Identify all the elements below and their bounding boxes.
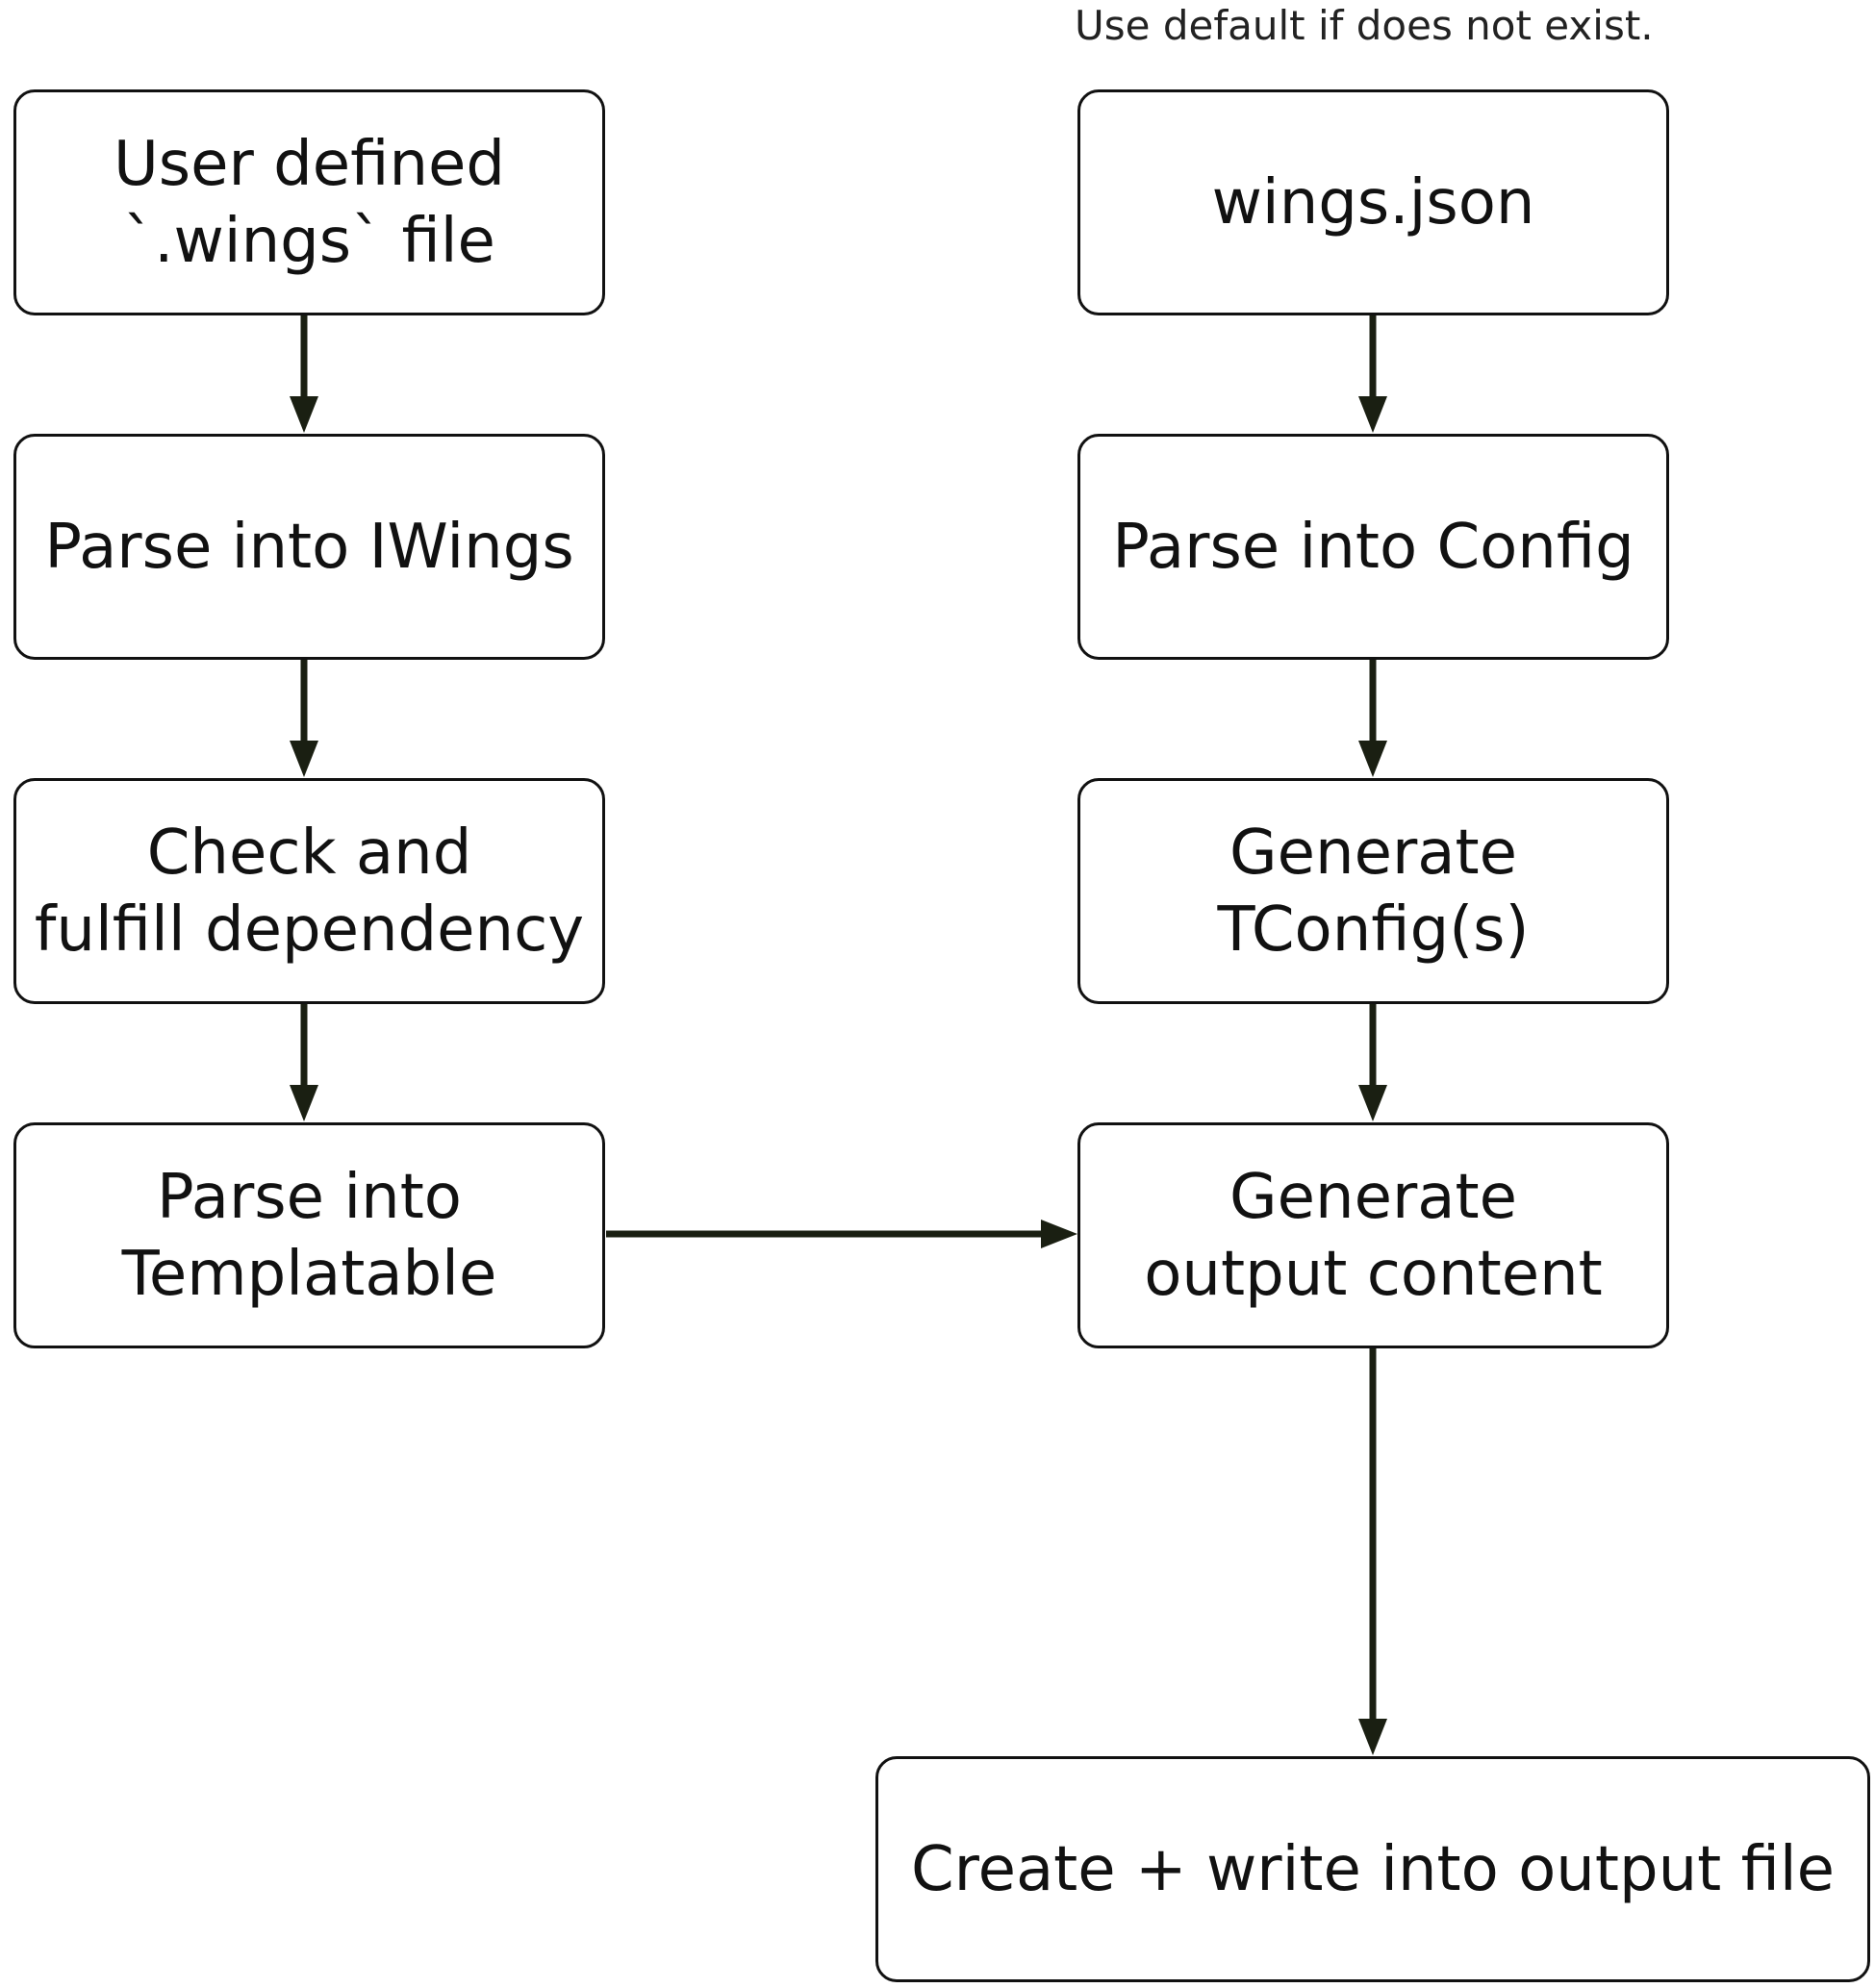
arrowhead-check-dependency-to-parse-templatable <box>290 1085 318 1121</box>
node-create-write-output-file: Create + write into output file <box>875 1756 1870 1982</box>
node-label-line: `.wings` file <box>123 205 495 277</box>
node-parse-into-config: Parse into Config <box>1077 434 1669 660</box>
arrowhead-parse-templatable-to-generate-output <box>1041 1220 1077 1248</box>
node-label-line: User defined <box>113 128 506 200</box>
node-generate-tconfig: Generate TConfig(s) <box>1077 778 1669 1004</box>
arrowhead-generate-tconfig-to-generate-output <box>1358 1085 1387 1121</box>
node-label-line: fulfill dependency <box>34 893 585 966</box>
node-label-line: output content <box>1144 1238 1603 1310</box>
node-label-line: Create + write into output file <box>910 1833 1836 1905</box>
arrowhead-wings-json-to-parse-config <box>1358 396 1387 433</box>
arrowhead-generate-output-to-write-output <box>1358 1719 1387 1755</box>
node-wings-json: wings.json <box>1077 89 1669 315</box>
node-label-line: Templatable <box>121 1238 497 1310</box>
default-note: Use default if does not exist. <box>1075 2 1654 49</box>
node-label-line: Generate <box>1229 817 1517 889</box>
arrowhead-user-file-to-parse-iwings <box>290 396 318 433</box>
node-parse-into-templatable: Parse into Templatable <box>13 1122 605 1348</box>
node-check-fulfill-dependency: Check and fulfill dependency <box>13 778 605 1004</box>
node-parse-into-iwings: Parse into IWings <box>13 434 605 660</box>
node-label-line: Check and <box>146 817 472 889</box>
node-label-line: Generate <box>1229 1161 1517 1233</box>
node-label-line: Parse into IWings <box>44 511 574 583</box>
node-user-defined-wings-file: User defined `.wings` file <box>13 89 605 315</box>
node-generate-output-content: Generate output content <box>1077 1122 1669 1348</box>
node-label-line: Parse into Config <box>1112 511 1634 583</box>
node-label-line: wings.json <box>1211 166 1535 239</box>
arrowhead-parse-config-to-generate-tconfig <box>1358 741 1387 777</box>
node-label-line: TConfig(s) <box>1217 893 1530 966</box>
arrowhead-parse-iwings-to-check-dependency <box>290 741 318 777</box>
node-label-line: Parse into <box>157 1161 462 1233</box>
